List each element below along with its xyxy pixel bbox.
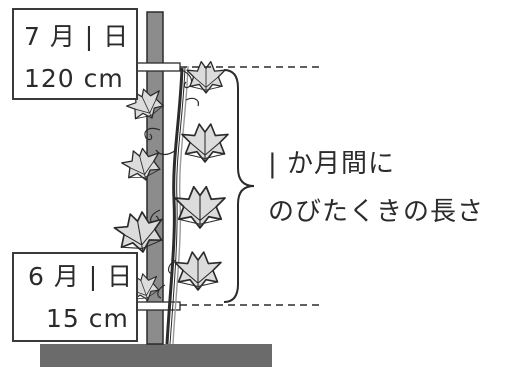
- july-label-box: 7 月 | 日 120 cm: [12, 8, 138, 100]
- july-date-text: 7 月 | 日: [24, 22, 130, 51]
- june-label-box: 6 月 | 日 15 cm: [12, 252, 138, 342]
- annotation-line-1: | か月間に: [268, 149, 396, 179]
- june-date-text: 6 月 | 日: [28, 262, 134, 291]
- june-height-text: 15 cm: [46, 304, 129, 333]
- july-height-text: 120 cm: [24, 64, 124, 93]
- ground-base: [40, 344, 272, 367]
- height-brace: [223, 69, 255, 303]
- top-tie-marker: [135, 62, 181, 72]
- vine-tendrils: [144, 69, 199, 299]
- annotation-line-2: のびたくきの長さ: [268, 197, 485, 227]
